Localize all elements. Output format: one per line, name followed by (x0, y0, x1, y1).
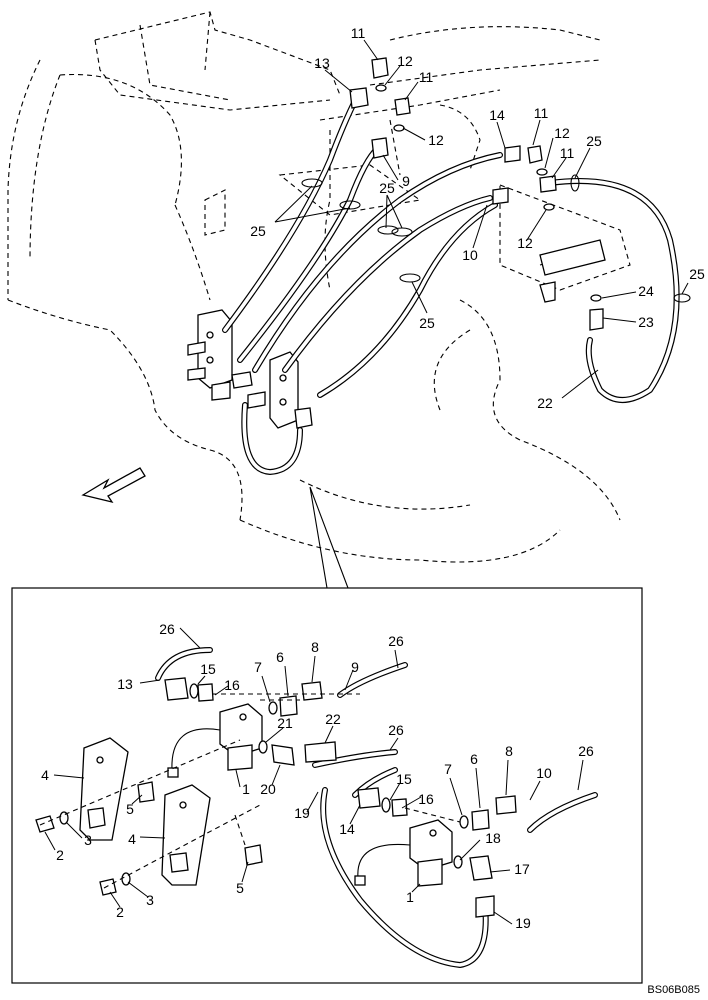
detail-view-frame (11, 587, 643, 984)
top-callout-22: 22 (537, 395, 553, 411)
top-callout-11: 11 (560, 145, 575, 161)
detail-callout-22: 22 (325, 711, 341, 727)
top-callout-25: 25 (250, 223, 266, 239)
detail-parts (35, 677, 517, 918)
top-hoses (222, 92, 680, 476)
top-callout-14: 14 (489, 107, 505, 123)
detail-callout-7: 7 (254, 659, 262, 675)
detail-callout-16: 16 (224, 677, 240, 693)
detail-callout-6: 6 (470, 751, 478, 767)
detail-callout-19: 19 (294, 805, 310, 821)
detail-callout-13: 13 (117, 676, 133, 692)
top-callout-labels: 11 12 11 13 12 14 11 12 9 11 25 25 25 12 10 25 24 23 25 22 (250, 25, 705, 411)
detail-callout-26: 26 (388, 633, 404, 649)
detail-callout-19: 19 (515, 915, 531, 931)
detail-callout-1: 1 (406, 889, 414, 905)
machine-outline (7, 11, 631, 563)
detail-callout-18: 18 (485, 830, 501, 846)
drawing-code: BS06B085 (647, 984, 700, 996)
detail-callout-26: 26 (159, 621, 175, 637)
top-callout-25: 25 (586, 133, 602, 149)
top-callout-23: 23 (638, 314, 654, 330)
detail-callout-14: 14 (339, 821, 355, 837)
top-callout-9: 9 (402, 173, 410, 189)
top-callout-10: 10 (462, 247, 478, 263)
detail-callout-20: 20 (260, 781, 276, 797)
detail-callout-6: 6 (276, 649, 284, 665)
detail-callout-5: 5 (126, 801, 134, 817)
top-valve-blocks (187, 239, 606, 429)
detail-callout-1: 1 (242, 781, 250, 797)
detail-callout-15: 15 (396, 771, 412, 787)
detail-callout-3: 3 (84, 832, 92, 848)
detail-callout-4: 4 (41, 767, 49, 783)
top-callout-12: 12 (554, 125, 570, 141)
detail-callout-10: 10 (536, 765, 552, 781)
direction-arrow-icon (81, 467, 146, 504)
detail-leaders (44, 627, 584, 925)
detail-callout-9: 9 (351, 659, 359, 675)
top-callout-24: 24 (638, 283, 654, 299)
detail-callout-26: 26 (578, 743, 594, 759)
detail-hoses (155, 647, 598, 969)
top-callout-12: 12 (517, 235, 533, 251)
top-callout-13: 13 (314, 55, 330, 71)
detail-alignment-lines (39, 693, 461, 889)
detail-callout-8: 8 (505, 743, 513, 759)
top-callout-12: 12 (428, 132, 444, 148)
top-callout-11: 11 (419, 69, 434, 85)
detail-callout-26: 26 (388, 722, 404, 738)
top-callout-25: 25 (419, 315, 435, 331)
detail-callout-16: 16 (418, 791, 434, 807)
detail-callout-17: 17 (514, 861, 530, 877)
detail-connector (309, 486, 349, 589)
top-leaders (274, 39, 689, 399)
detail-callout-2: 2 (56, 847, 64, 863)
detail-callout-21: 21 (277, 715, 293, 731)
detail-callout-8: 8 (311, 639, 319, 655)
top-callout-11: 11 (534, 105, 549, 121)
top-callout-25: 25 (379, 180, 395, 196)
detail-callout-4: 4 (128, 831, 136, 847)
detail-callout-3: 3 (146, 892, 154, 908)
detail-callout-2: 2 (116, 904, 124, 920)
top-callout-12: 12 (397, 53, 413, 69)
detail-callout-5: 5 (236, 880, 244, 896)
hose-clips (301, 174, 691, 303)
detail-callout-15: 15 (200, 661, 216, 677)
top-callout-25: 25 (689, 266, 705, 282)
top-callout-11: 11 (351, 25, 366, 41)
top-fittings (349, 57, 604, 331)
detail-callout-7: 7 (444, 761, 452, 777)
